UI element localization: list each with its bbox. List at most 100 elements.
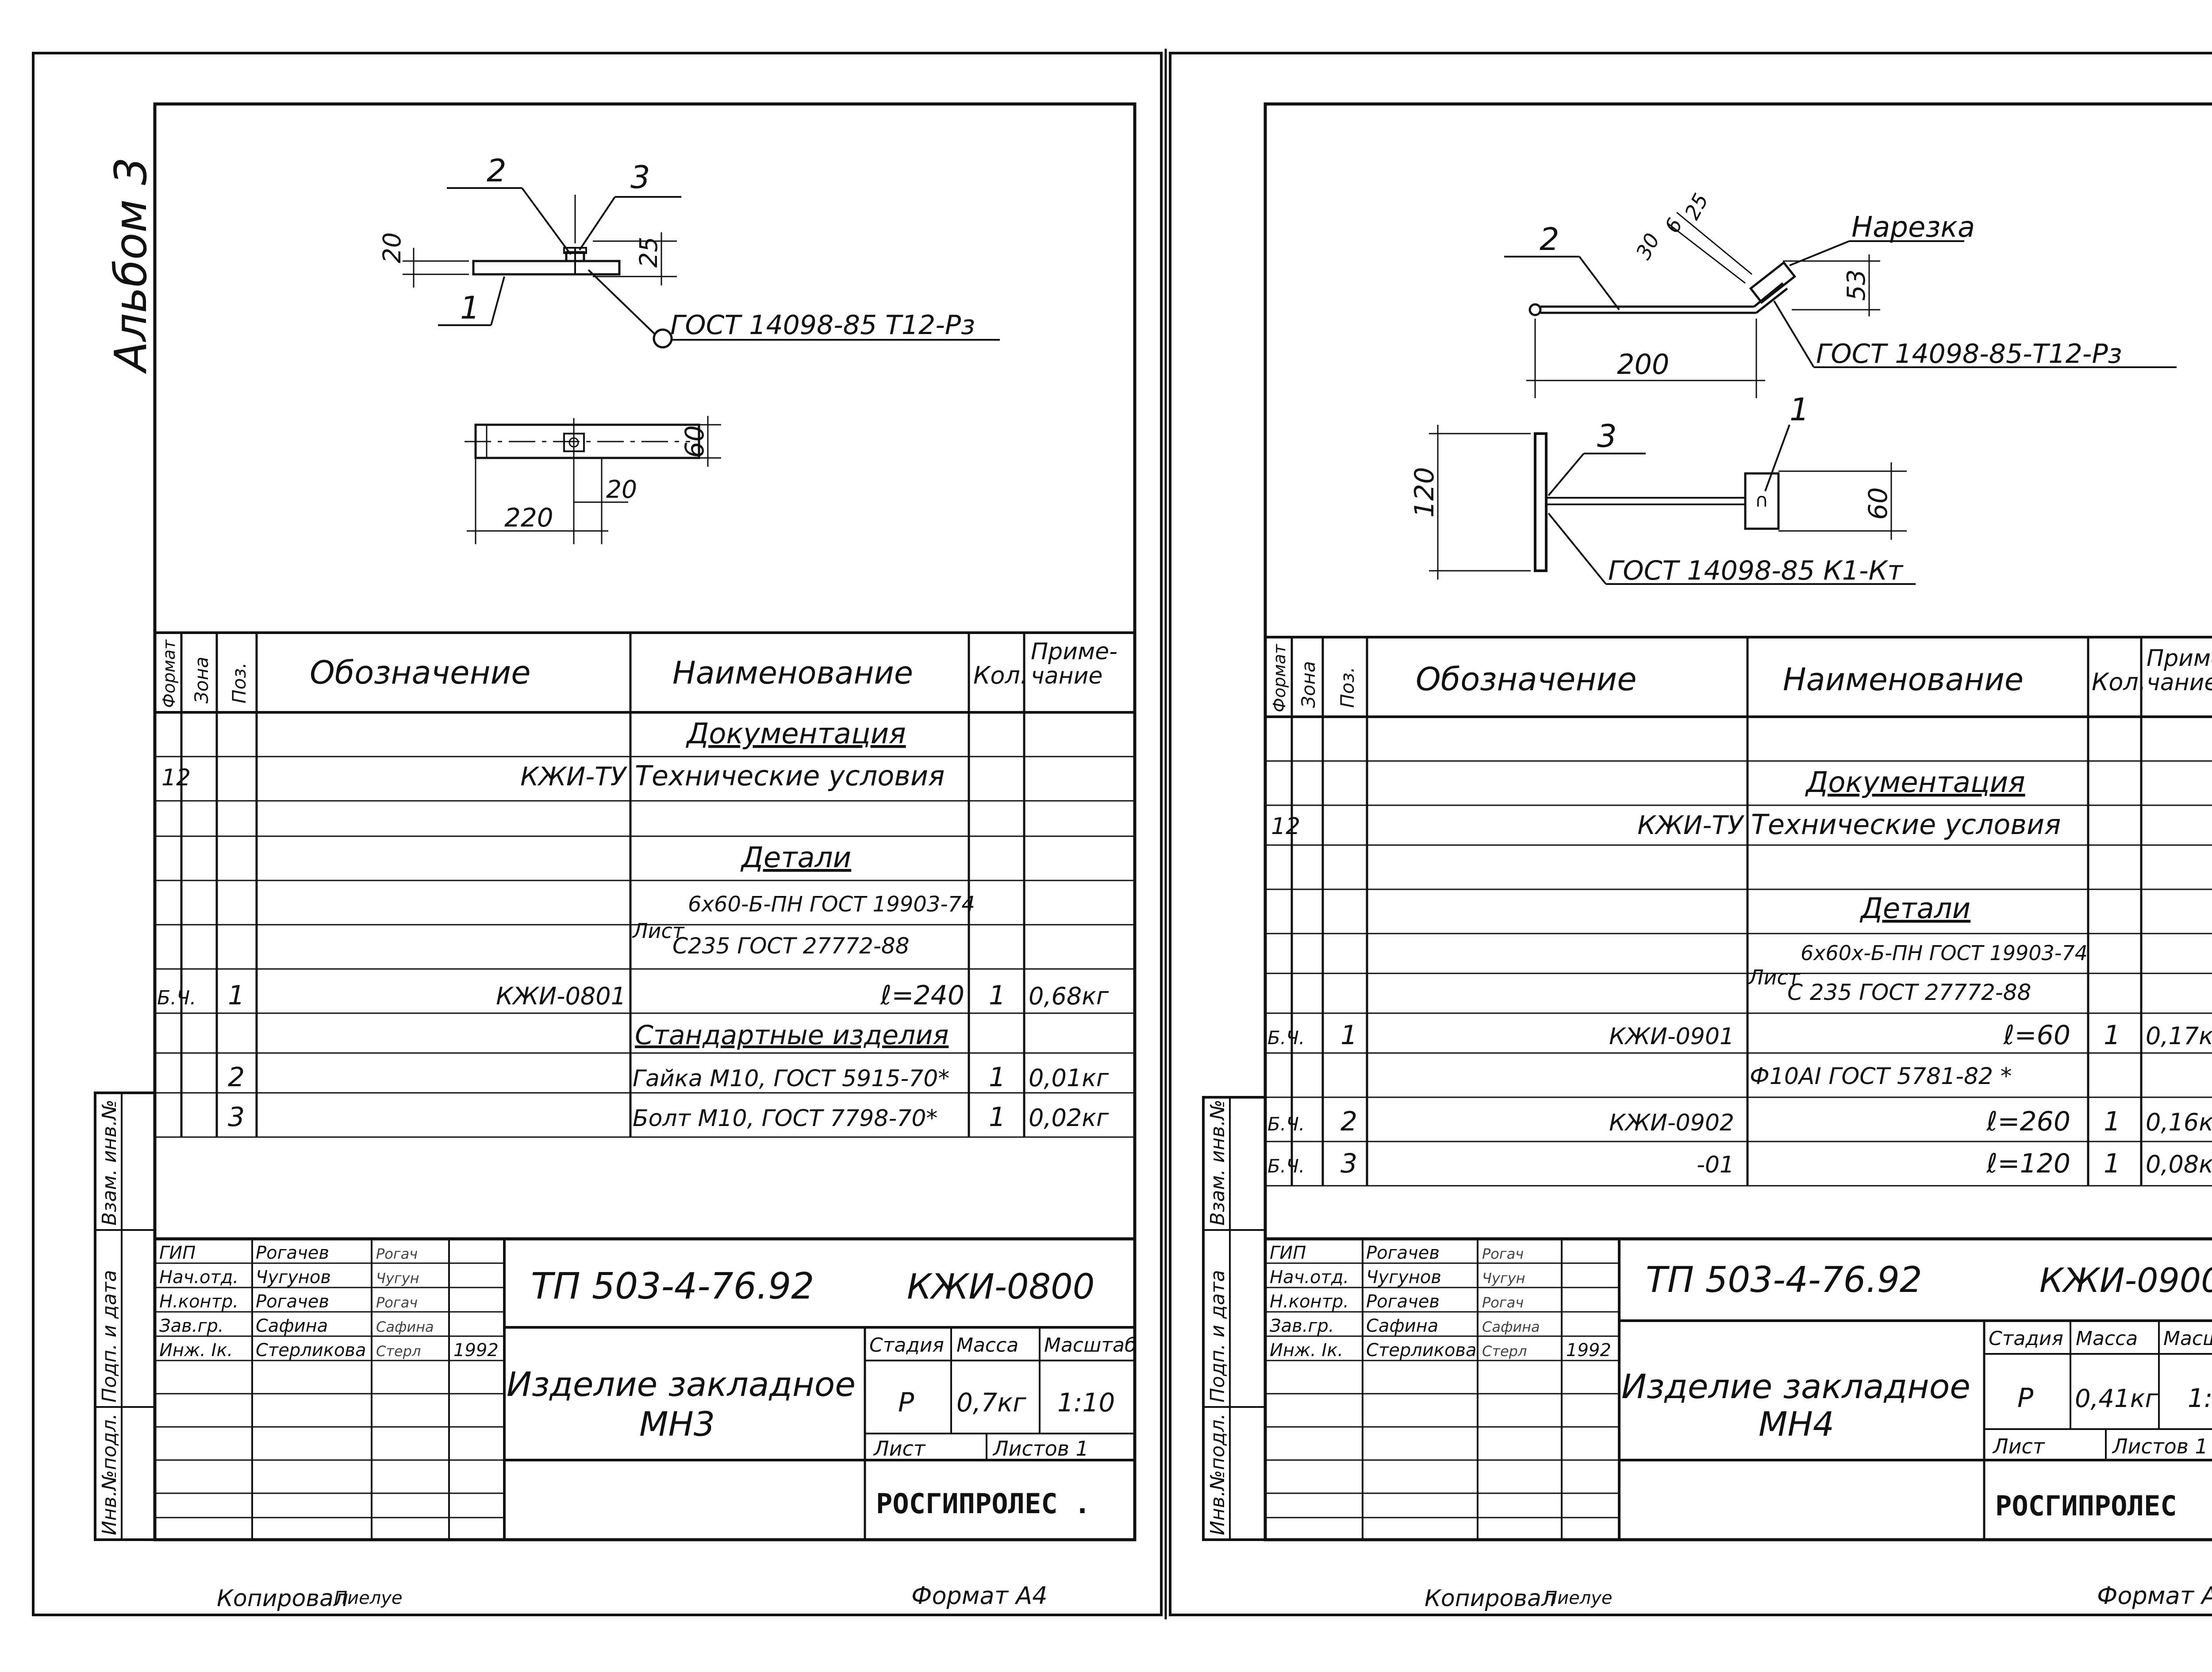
- footer-copied-label: Копировал: [217, 1585, 348, 1612]
- row-name: ℓ=60: [2003, 1020, 2070, 1051]
- row-format: Б.Ч.: [1267, 1027, 1305, 1049]
- signer-signature: Рогач: [1482, 1294, 1524, 1311]
- label-stage: Стадия: [869, 1334, 944, 1357]
- dim-60: 60: [1863, 487, 1893, 520]
- svg-text:∩: ∩: [1755, 489, 1769, 511]
- signer-name: Чугунов: [1366, 1267, 1441, 1288]
- row-sub: Лист: [1747, 965, 1801, 989]
- signer-role: Зав.гр.: [159, 1316, 224, 1336]
- row-note: 0,17кг: [2146, 1022, 2212, 1050]
- header-designation: Обозначение: [1416, 661, 1637, 698]
- value-scale: 1:5: [2188, 1383, 2212, 1413]
- row-note: 0,16кг: [2146, 1108, 2212, 1136]
- signer-role: Нач.отд.: [159, 1267, 238, 1288]
- row-name: ℓ=240: [880, 980, 964, 1011]
- dim-220: 220: [504, 503, 553, 533]
- row-name: Болт М10, ГОСТ 7798-70*: [633, 1105, 937, 1132]
- stamp-replace-label: Взам. инв.№: [98, 1099, 121, 1226]
- row-designation: КЖИ-0901: [1609, 1023, 1734, 1050]
- header-designation: Обозначение: [310, 654, 531, 691]
- row-pos: 3: [1340, 1148, 1357, 1179]
- weld-symbol-circle: [653, 328, 673, 349]
- signer-role: Н.контр.: [1270, 1291, 1349, 1312]
- label-stage: Стадия: [1989, 1327, 2063, 1350]
- signer-name: Рогачев: [1366, 1243, 1440, 1263]
- header-name: Наименование: [672, 655, 913, 691]
- signer-signature: Рогач: [1482, 1245, 1524, 1262]
- signer-name: Стерликова: [256, 1340, 366, 1361]
- section-details: Детали: [1859, 892, 1970, 925]
- signer-role: ГИП: [159, 1243, 196, 1263]
- right-sheet: 2 Нарезка 30 6 25 53 200 ГОСТ 14098-85-: [1202, 102, 2212, 1541]
- left-inner-frame: [153, 102, 1137, 1541]
- header-format: Формат: [159, 639, 179, 708]
- project-code: ТП 503-4-76.92: [531, 1265, 814, 1307]
- footer-format: Формат А4: [911, 1582, 1048, 1610]
- section-documentation: Документация: [1805, 766, 2025, 799]
- row-name-line1: 6x60-Б-ПН ГОСТ 19903-74: [688, 892, 975, 917]
- row-note: 0,08кг: [2146, 1150, 2212, 1178]
- leader-1: 1: [1790, 392, 1809, 428]
- signer-role: Зав.гр.: [1270, 1316, 1334, 1336]
- row-name-line1: 6x60x-Б-ПН ГОСТ 19903-74: [1801, 941, 2088, 965]
- value-stage: Р: [2017, 1383, 2034, 1414]
- item-name-line2: МН3: [639, 1404, 715, 1444]
- threaded-end: [1749, 261, 1797, 304]
- dim-53: 53: [1842, 269, 1871, 301]
- row-name: ℓ=260: [1986, 1106, 2070, 1137]
- album-label: Альбом 3: [105, 157, 157, 374]
- signer-role: Н.контр.: [159, 1291, 238, 1312]
- signer-name: Стерликова: [1366, 1340, 1477, 1361]
- plate-side-view: [472, 260, 621, 276]
- signer-role: Инж. Iк.: [159, 1340, 233, 1361]
- left-spec-table: Формат Зона Поз. Обозначение Наименовани…: [155, 631, 1135, 1138]
- header-zone: Зона: [1298, 661, 1319, 708]
- right-drawing: 2 Нарезка 30 6 25 53 200 ГОСТ 14098-85-: [1409, 189, 2177, 586]
- doc-code: КЖИ-0800: [907, 1267, 1094, 1307]
- signer-signature: Сафина: [1482, 1318, 1540, 1335]
- row-note: 0,01кг: [1029, 1064, 1109, 1092]
- dim-20-vertical: 20: [378, 232, 406, 263]
- dim-60: 60: [680, 425, 710, 458]
- stamp-date-label: Подп. и дата: [1206, 1270, 1229, 1403]
- signer-signature: Сафина: [376, 1318, 434, 1335]
- row-name-line2: С235 ГОСТ 27772-88: [672, 933, 910, 959]
- signer-signature: Стерл: [1482, 1343, 1527, 1360]
- dim-20-horizontal: 20: [606, 475, 637, 504]
- value-mass: 0,7кг: [956, 1388, 1026, 1418]
- plate-front: [1534, 432, 1548, 572]
- row-pos: 3: [228, 1102, 245, 1133]
- leader-2: 2: [1540, 221, 1559, 258]
- header-note-2: чание: [2147, 669, 2212, 696]
- left-drawing: 2 3 1 20 25 ГОСТ 14098-85 Т12-Рз: [378, 153, 1000, 544]
- header-qty: Кол.: [973, 661, 1028, 689]
- leader-3: 3: [630, 159, 650, 196]
- dim-120: 120: [1409, 467, 1440, 518]
- label-mass: Масса: [956, 1334, 1018, 1357]
- item-name-line2: МН4: [1759, 1404, 1834, 1444]
- weld-note: ГОСТ 14098-85 Т12-Рз: [670, 310, 975, 341]
- section-standard: Стандартные изделия: [635, 1020, 949, 1051]
- header-zone: Зона: [191, 657, 212, 703]
- row-designation: КЖИ-ТУ: [1637, 810, 1744, 840]
- stamp-date-label: Подп. и дата: [98, 1270, 121, 1403]
- header-note-1: Приме-: [2147, 645, 2212, 672]
- header-note-1: Приме-: [1031, 638, 1118, 665]
- signer-name: Сафина: [256, 1316, 328, 1336]
- dim-25: 25: [634, 237, 663, 268]
- label-scale: Масштаб: [1044, 1334, 1137, 1357]
- header-name: Наименование: [1783, 661, 2024, 698]
- label-sheet: Лист: [873, 1437, 926, 1461]
- weld-note-2: ГОСТ 14098-85 К1-Кт: [1608, 555, 1904, 586]
- row-name: Ф10АI ГОСТ 5781-82 *: [1750, 1063, 2012, 1090]
- label-scale: Масштаб: [2163, 1327, 2212, 1350]
- signer-signature: Стерл: [376, 1343, 421, 1360]
- item-name-line1: Изделие закладное: [507, 1365, 856, 1404]
- project-code: ТП 503-4-76.92: [1646, 1259, 1922, 1300]
- row-format: 12: [161, 765, 191, 791]
- section-details: Детали: [740, 842, 851, 874]
- row-qty: 1: [989, 1102, 1006, 1133]
- row-name: Гайка М10, ГОСТ 5915-70*: [633, 1065, 949, 1092]
- row-qty: 1: [989, 980, 1006, 1011]
- header-note-2: чание: [1031, 663, 1102, 689]
